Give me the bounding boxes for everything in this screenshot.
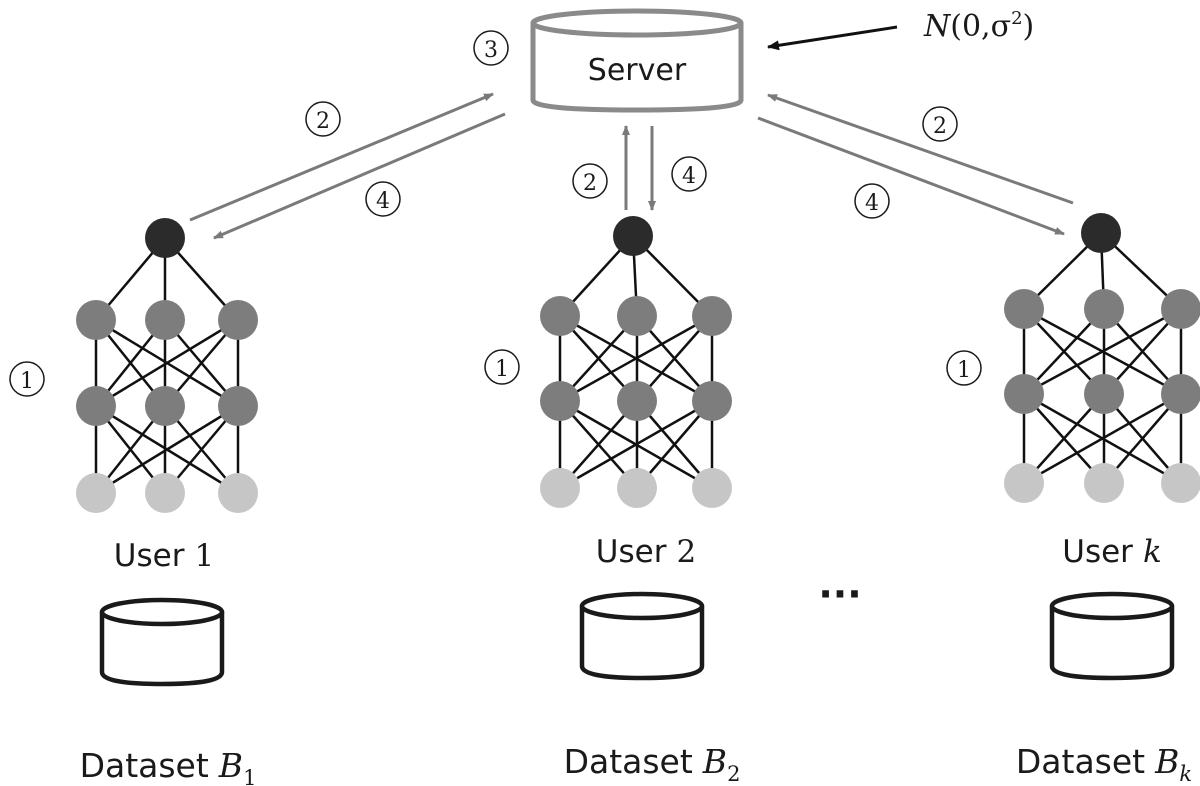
noise-name: N: [923, 9, 952, 44]
arrow-userk-to-server: [767, 93, 1074, 205]
dataset-cylinder-k: [1049, 591, 1175, 681]
noise-args: (0,σ: [950, 9, 1011, 44]
user-1-hidden-node-b-1: [145, 386, 185, 426]
step-2-number-user2: 2: [583, 171, 597, 196]
user-2-input-node-2: [692, 468, 732, 508]
user-k-output-node: [1081, 213, 1121, 253]
arrow-server-to-userk: [757, 116, 1065, 236]
step-3-marker: 3: [473, 30, 509, 66]
user-1-input-node-1: [145, 473, 185, 513]
user-k-hidden-node-b-0: [1004, 374, 1044, 414]
neural-network-user-k: [1004, 213, 1200, 503]
step-1-marker-user2: 1: [484, 349, 520, 385]
user-1-input-node-2: [218, 473, 258, 513]
user-2-input-node-0: [540, 468, 580, 508]
step-1-number-user1: 1: [20, 369, 34, 394]
server-database: Server: [530, 8, 744, 113]
step-4-number-user2: 4: [682, 164, 696, 189]
step-2-marker-user1: 2: [305, 101, 341, 137]
step-1-number-userk: 1: [957, 358, 971, 383]
neural-network-user-1: [76, 218, 258, 513]
step-3-number: 3: [484, 38, 498, 63]
step-4-marker-user2: 4: [671, 156, 707, 192]
user-1-hidden-node-a-1: [145, 300, 185, 340]
user-1-hidden-node-b-0: [76, 386, 116, 426]
user-k-hidden-node-b-1: [1084, 374, 1124, 414]
neural-network-user-2: [540, 216, 732, 508]
user-1-input-node-0: [76, 473, 116, 513]
user-k-edge-l1-2-0: [1023, 392, 1182, 485]
user-1-hidden-node-b-2: [218, 386, 258, 426]
noise-formula: N(0,σ2): [923, 8, 1034, 44]
user-2-input-node-1: [617, 468, 657, 508]
noise-close: ): [1023, 9, 1035, 44]
communication-arrows: [189, 92, 1074, 240]
noise-annotation: N(0,σ2): [767, 8, 1034, 51]
step-2-marker-userk: 2: [922, 106, 958, 142]
step-1-marker-userk: 1: [946, 350, 982, 386]
user-2-edge-l0-2-0: [559, 314, 713, 403]
user-1-edge-l0-2-0: [95, 318, 239, 408]
noise-power: 2: [1011, 8, 1022, 29]
step-2-number-user1: 2: [316, 109, 330, 134]
user-2-output-node: [613, 216, 653, 256]
dataset-cylinder-1: [99, 597, 225, 687]
server-label: Server: [588, 53, 687, 88]
user-2-hidden-node-b-1: [617, 381, 657, 421]
user-k-hidden-node-a-2: [1161, 289, 1200, 329]
user-k-hidden-node-a-0: [1004, 289, 1044, 329]
user-k-hidden-node-b-2: [1161, 374, 1200, 414]
ellipsis: ···: [818, 572, 861, 616]
step-4-marker-userk: 4: [854, 183, 890, 219]
user-k-input-node-0: [1004, 463, 1044, 503]
user-1-hidden-node-a-2: [218, 300, 258, 340]
step-4-number-user1: 4: [376, 189, 390, 214]
arrow-user1-to-server: [189, 92, 494, 222]
user-2-hidden-node-b-2: [692, 381, 732, 421]
user-1-output-node: [145, 218, 185, 258]
user-2-hidden-node-b-0: [540, 381, 580, 421]
user-1-hidden-node-a-0: [76, 300, 116, 340]
user-k-input-node-2: [1161, 463, 1200, 503]
step-4-number-userk: 4: [865, 191, 879, 216]
user-2-edge-l1-2-0: [559, 399, 713, 490]
user-2-hidden-node-a-2: [692, 296, 732, 336]
step-2-marker-user2: 2: [572, 163, 608, 199]
step-1-marker-user1: 1: [9, 361, 45, 397]
noise-arrow: [767, 25, 898, 51]
user-2-hidden-node-a-1: [617, 296, 657, 336]
user-k-input-node-1: [1084, 463, 1124, 503]
step-4-marker-user1: 4: [365, 181, 401, 217]
arrow-server-to-user1: [213, 112, 506, 240]
user-k-edge-l0-2-0: [1023, 307, 1182, 396]
user-2-hidden-node-a-0: [540, 296, 580, 336]
dataset-cylinder-2: [579, 591, 705, 681]
user-1-edge-l1-2-0: [95, 404, 239, 495]
user-k-hidden-node-a-1: [1084, 289, 1124, 329]
step-1-number-user2: 1: [495, 357, 509, 382]
step-2-number-userk: 2: [933, 114, 947, 139]
